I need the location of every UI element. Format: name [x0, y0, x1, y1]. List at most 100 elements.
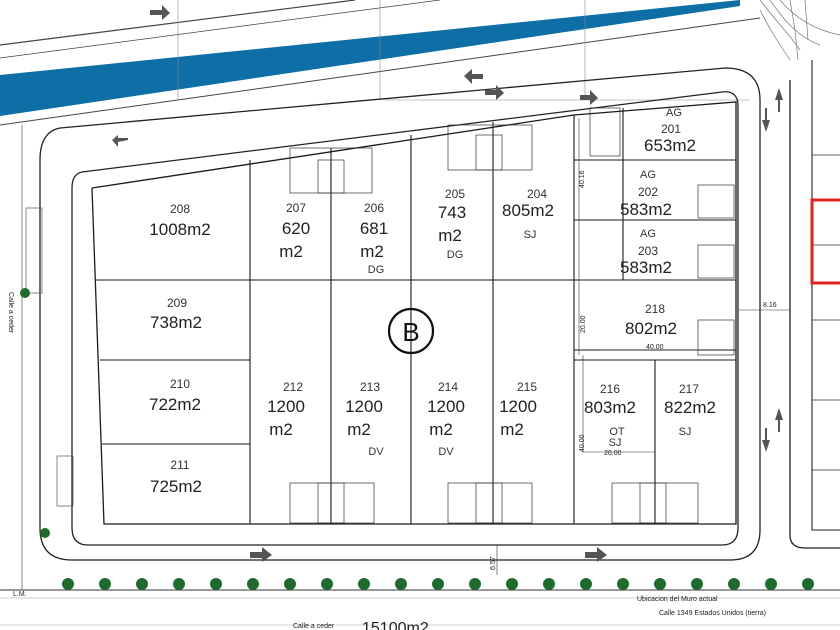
adjacent-block [789, 80, 840, 549]
lot-tag: AG [666, 107, 682, 119]
lot-number: 202 [638, 185, 658, 199]
tree [432, 578, 444, 590]
bottom-left-street-label: Calle a ceder [293, 623, 335, 630]
dimension-label: 20.00 [604, 450, 622, 457]
tree [321, 578, 333, 590]
lot-205: 205 743 m2 DG [438, 187, 466, 261]
tree [247, 578, 259, 590]
tree [765, 578, 777, 590]
tree [580, 578, 592, 590]
wall-note: Ubicacion del Muro actual [637, 596, 718, 603]
tree [40, 528, 50, 538]
lot-tag: SJ [609, 437, 622, 449]
lot-area: m2 [360, 242, 384, 261]
tree [802, 578, 814, 590]
lot-area: m2 [429, 420, 453, 439]
lot-tag: AG [640, 228, 656, 240]
tree [284, 578, 296, 590]
lot-area: m2 [279, 242, 303, 261]
lot-217: 217 822m2 SJ [664, 382, 716, 438]
dimension-label: 40.16 [579, 170, 586, 188]
lot-213: 213 1200 m2 DV [345, 380, 384, 458]
lot-area: 583m2 [620, 258, 672, 277]
lot-number: 207 [286, 201, 306, 215]
lot-202: AG 202 583m2 [620, 169, 672, 219]
block-outer-boundary [39, 67, 761, 561]
adjacent-block-lots [812, 154, 840, 471]
lot-tag: SJ [679, 426, 692, 438]
lot-number: 201 [661, 122, 681, 136]
lot-216: 216 803m2 OT SJ [584, 382, 636, 449]
lot-tag: DV [438, 446, 454, 458]
tree [617, 578, 629, 590]
tree [173, 578, 185, 590]
lot-area: 802m2 [625, 319, 677, 338]
lot-labels: AG 201 653m2 AG 202 583m2 AG 203 583m2 2… [149, 107, 716, 496]
highlight-rectangle [810, 198, 840, 285]
adjacent-block [811, 60, 840, 531]
lot-area: 1200 [267, 397, 305, 416]
block-label: B [402, 317, 419, 347]
lot-206: 206 681 m2 DG [360, 201, 388, 276]
lot-212: 212 1200 m2 [267, 380, 305, 439]
lot-215: 215 1200 m2 [499, 380, 537, 439]
lot-number: 203 [638, 244, 658, 258]
lot-204: 204 805m2 SJ [502, 187, 554, 241]
dimension-label: 6.57 [490, 556, 497, 570]
lot-area: 822m2 [664, 398, 716, 417]
lot-area: 1200 [345, 397, 383, 416]
lot-number: 205 [445, 187, 465, 201]
lot-number: 214 [438, 380, 458, 394]
lot-number: 213 [360, 380, 380, 394]
block-inner-boundary [71, 91, 739, 546]
lot-number: 210 [170, 377, 190, 391]
lot-210: 210 722m2 [149, 377, 201, 414]
tree [469, 578, 481, 590]
lot-area: m2 [438, 226, 462, 245]
tree [210, 578, 222, 590]
dimension-label: 8.16 [763, 302, 777, 309]
dimension-lines [496, 118, 790, 575]
lot-tag: OT [609, 426, 625, 438]
lot-211: 211 725m2 [150, 458, 202, 496]
lot-208: 208 1008m2 [149, 202, 210, 239]
tree [62, 578, 74, 590]
dimension-label: 40.00 [646, 344, 664, 351]
lot-203: AG 203 583m2 [620, 228, 672, 277]
lot-218: 218 802m2 [625, 302, 677, 338]
lot-number: 216 [600, 382, 620, 396]
tree [136, 578, 148, 590]
lot-number: 206 [364, 201, 384, 215]
bottom-area-label: 15100m2 [362, 620, 429, 630]
left-street-bridge [56, 455, 74, 507]
lot-tag: AG [640, 169, 656, 181]
lot-number: 208 [170, 202, 190, 216]
lot-number: 211 [170, 458, 189, 472]
lot-tag: DG [447, 249, 464, 261]
lot-number: 217 [679, 382, 699, 396]
lot-number: 204 [527, 187, 547, 201]
left-street-bridge [25, 207, 43, 294]
lot-area: 1008m2 [149, 220, 210, 239]
lot-area: 653m2 [644, 136, 696, 155]
lm-label: L.M. [13, 591, 27, 598]
lot-grid [91, 101, 737, 525]
lot-area: m2 [500, 420, 524, 439]
lot-area: 1200 [427, 397, 465, 416]
tree [654, 578, 666, 590]
tree [543, 578, 555, 590]
tree [20, 288, 30, 298]
canal [0, 0, 740, 116]
bottom-street-label: Calle 1349 Estados Unidos (tierra) [659, 610, 766, 617]
traffic-arrows [112, 5, 783, 562]
lot-tag: SJ [524, 229, 537, 241]
trees [62, 578, 814, 590]
lot-area: 1200 [499, 397, 537, 416]
road-line [0, 0, 356, 46]
lot-201: AG 201 653m2 [644, 107, 696, 155]
lot-area: 738m2 [150, 313, 202, 332]
building-footprints [289, 107, 735, 524]
tree [358, 578, 370, 590]
